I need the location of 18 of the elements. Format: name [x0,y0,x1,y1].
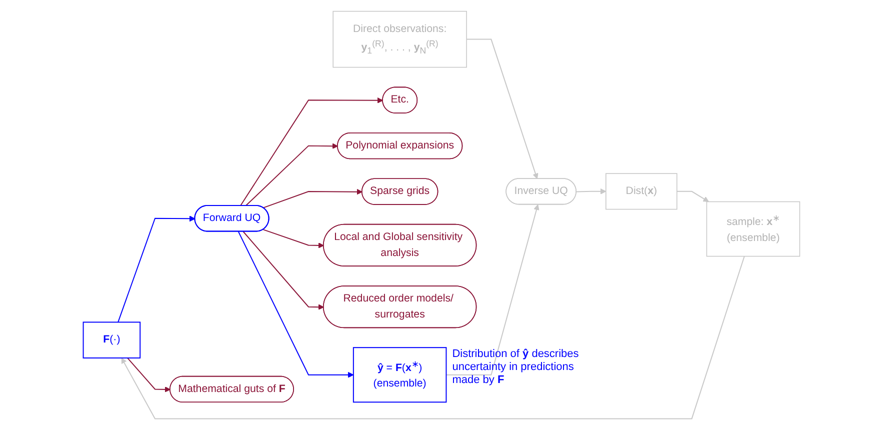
arrow [118,216,196,323]
arrow [466,38,538,180]
arrow [262,229,324,248]
annotation-text: Distribution of ŷ describes uncertainty in predictions made by F [452,348,580,388]
arrow [242,231,324,310]
arrow [240,97,384,206]
arrow [121,256,745,420]
arrow [245,143,338,206]
arrow [262,188,362,208]
arrow [238,231,354,378]
node-box: ŷ = F(x$^{∗}$) (ensemble) [352,347,447,403]
node-box: F(·) [82,322,141,358]
node-box: Dist(x) [606,173,678,210]
arrow [446,204,540,376]
node-box: sample: x$^{∗}$ (ensemble) [706,201,800,257]
arrow [676,190,709,202]
arrow [576,188,606,194]
arrow [126,357,171,392]
